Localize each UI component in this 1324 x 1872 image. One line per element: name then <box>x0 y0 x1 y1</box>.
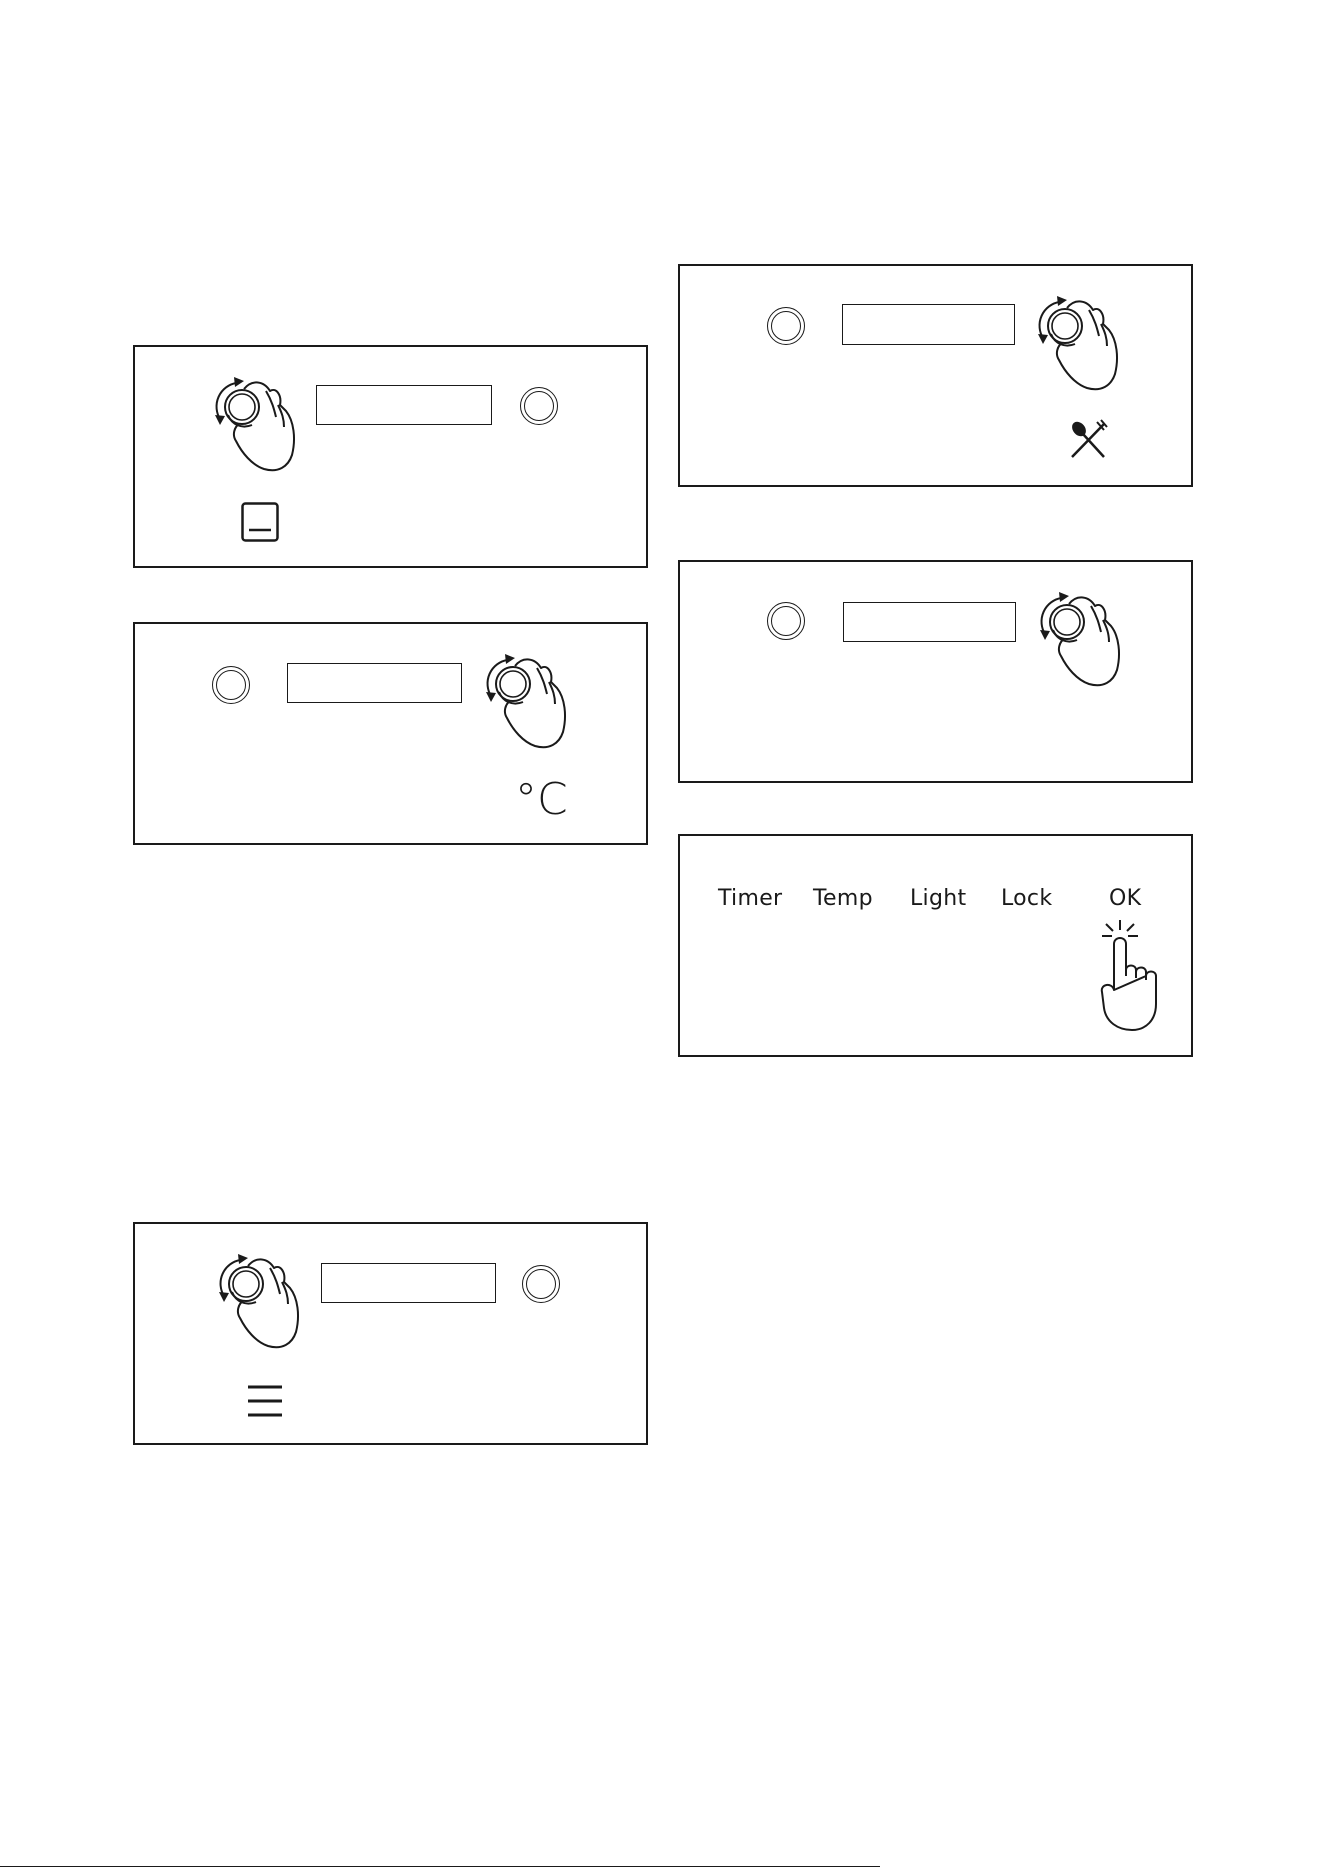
right-button[interactable] <box>520 387 558 425</box>
panel-touch-keys: Timer Temp Light Lock OK <box>678 834 1193 1057</box>
display-screen <box>316 385 492 425</box>
finger-press-icon <box>1090 920 1170 1040</box>
lock-key[interactable]: Lock <box>1001 886 1052 911</box>
panel-knob-only <box>678 560 1193 783</box>
panel-menu <box>133 1222 648 1445</box>
timer-key[interactable]: Timer <box>718 886 782 911</box>
panel-dishes <box>678 264 1193 487</box>
menu-icon <box>246 1384 284 1418</box>
dishes-knob-hand-icon[interactable] <box>680 266 1195 489</box>
panel-temperature: °C <box>133 622 648 845</box>
right-button[interactable] <box>522 1265 560 1303</box>
display-screen <box>321 1263 496 1303</box>
footer-rule <box>0 1866 880 1867</box>
temperature-knob-hand-icon[interactable] <box>135 624 650 847</box>
panel-oven-function <box>133 345 648 568</box>
menu-knob-hand-icon[interactable] <box>135 1224 650 1447</box>
light-key[interactable]: Light <box>910 886 966 911</box>
ok-key[interactable]: OK <box>1109 886 1141 911</box>
temp-key[interactable]: Temp <box>813 886 873 911</box>
oven-function-icon <box>241 502 279 542</box>
knob-hand-icon[interactable] <box>680 562 1195 785</box>
celsius-icon: °C <box>515 774 568 825</box>
dishes-icon <box>1068 420 1108 460</box>
function-knob-hand-icon[interactable] <box>135 347 650 570</box>
